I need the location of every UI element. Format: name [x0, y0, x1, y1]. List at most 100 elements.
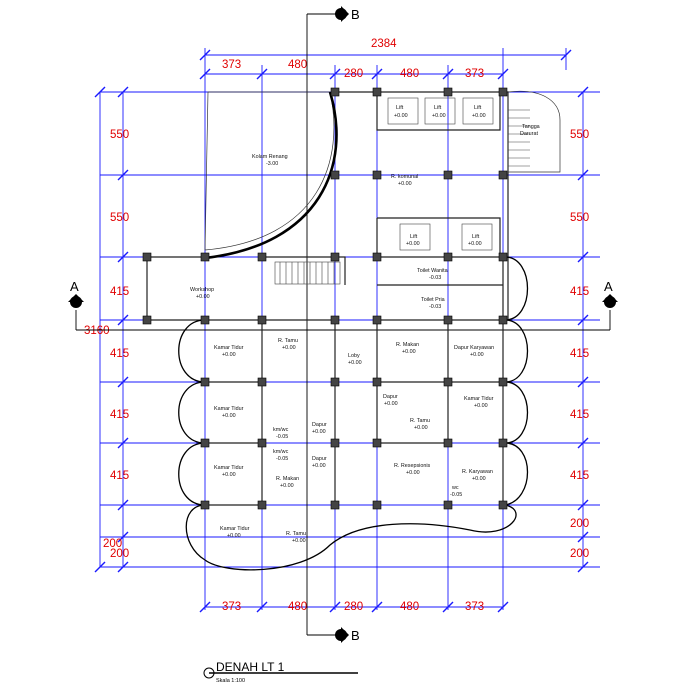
dimension-right-7: 200 [570, 518, 589, 530]
room-komunal-level: +0.00 [398, 181, 412, 187]
dimension-left-3: 415 [110, 286, 129, 298]
room-lift2-name: Lift [434, 105, 442, 111]
room-lift1-name: Lift [396, 105, 404, 111]
room-kamar-r-name: Kamar Tidur [464, 396, 494, 402]
room-toilet-pria-name: Toilet Pria [421, 297, 445, 303]
room-toilet-pria-level: -0.03 [429, 304, 441, 310]
room-komunal-name: R. komunal [391, 174, 418, 180]
room-kolam-name: Kolam Renang [252, 154, 288, 160]
section-line-a [75, 310, 611, 331]
room-rtamu3-level: +0.00 [292, 538, 306, 544]
dimension-bottom-2: 480 [288, 601, 307, 613]
room-wc-name: wc [451, 485, 459, 491]
room-workshop-level: +0.00 [196, 294, 210, 300]
room-resepsionis-name: R. Resepsionis [394, 463, 431, 469]
room-rtamu1-name: R. Tamu [278, 338, 298, 344]
dimension-left-5: 415 [110, 409, 129, 421]
dimension-total-height: 3160 [84, 325, 110, 337]
dimension-right-1: 550 [570, 129, 589, 141]
dimension-total-width: 2384 [371, 38, 397, 50]
stairs-main [274, 261, 341, 285]
room-rmakan2-name: R. Makan [276, 476, 299, 482]
room-rmakan1-name: R. Makan [396, 342, 419, 348]
drawing-title: DENAH LT 1 [216, 660, 285, 674]
room-resepsionis-level: +0.00 [406, 470, 420, 476]
dimension-top-3: 280 [344, 68, 363, 80]
dimension-bottom-4: 480 [400, 601, 419, 613]
room-kamar3-name: Kamar Tidur [214, 465, 244, 471]
room-dapur3-level: +0.00 [312, 463, 326, 469]
room-kamar4-name: Kamar Tidur [220, 526, 250, 532]
room-kolam-level: -3.00 [266, 161, 278, 167]
room-kmwc1-level: -0.05 [276, 434, 288, 440]
room-kamar3-level: +0.00 [222, 472, 236, 478]
lift-shafts [387, 97, 494, 251]
dimension-bottom-5: 373 [465, 601, 484, 613]
room-toilet-wanita-level: -0.03 [429, 275, 441, 281]
structural-columns [142, 87, 508, 510]
room-rtamu2-name: R. Tamu [410, 418, 430, 424]
section-marker-b-bottom: B [335, 627, 360, 643]
dimension-left-8: 200 [110, 548, 129, 560]
title-block: DENAH LT 1 Skala 1:100 [203, 660, 358, 684]
dimension-top-2: 480 [288, 59, 307, 71]
room-rkaryawan-name: R. Karyawan [462, 469, 493, 475]
room-dapur1-level: +0.00 [384, 401, 398, 407]
room-tangga-name: Tangga [522, 124, 540, 130]
room-dapur-karyawan-name: Dapur Karyawan [454, 345, 494, 351]
dimension-right-8: 200 [570, 548, 589, 560]
section-marker-b-top: B [335, 6, 360, 22]
room-rmakan2-level: +0.00 [280, 483, 294, 489]
section-marker-a-left: A [68, 279, 84, 308]
room-loby-name: Loby [348, 353, 360, 359]
dimension-left-4: 415 [110, 348, 129, 360]
room-kamar2-name: Kamar Tidur [214, 406, 244, 412]
room-lift4-level: +0.00 [406, 241, 420, 247]
dimension-right-6: 415 [570, 470, 589, 482]
room-loby-level: +0.00 [348, 360, 362, 366]
dimension-left-7: 200 [103, 538, 122, 550]
dimension-right-3: 415 [570, 286, 589, 298]
dimension-right-2: 550 [570, 212, 589, 224]
room-lift3-level: +0.00 [472, 113, 486, 119]
room-kamar1-level: +0.00 [222, 352, 236, 358]
room-lift2-level: +0.00 [432, 113, 446, 119]
drawing-scale: Skala 1:100 [216, 678, 245, 684]
room-rkaryawan-level: +0.00 [472, 476, 486, 482]
dimension-right-4: 415 [570, 348, 589, 360]
room-rtamu1-level: +0.00 [282, 345, 296, 351]
dimension-top-4: 480 [400, 68, 419, 80]
dimension-left-6: 415 [110, 470, 129, 482]
room-kamar4-level: +0.00 [227, 533, 241, 539]
room-kmwc2-level: -0.05 [276, 456, 288, 462]
room-labels: Kolam Renang -3.00 R. komunal +0.00 Lift… [190, 105, 540, 544]
room-dapur3-name: Dapur [312, 456, 327, 462]
room-wc-level: -0.05 [450, 492, 462, 498]
room-lift5-name: Lift [472, 234, 480, 240]
section-line-b [306, 13, 338, 636]
room-tangga-level: Darurat [520, 131, 538, 137]
room-lift3-name: Lift [474, 105, 482, 111]
swimming-pool [204, 91, 338, 260]
stairs-emergency [507, 90, 561, 173]
dimension-bottom-3: 280 [344, 601, 363, 613]
dimension-left-1: 550 [110, 129, 129, 141]
room-dapur1-name: Dapur [383, 394, 398, 400]
room-rtamu2-level: +0.00 [414, 425, 428, 431]
dimension-top-1: 373 [222, 59, 241, 71]
dimension-top-5: 373 [465, 68, 484, 80]
room-lift4-name: Lift [410, 234, 418, 240]
room-dapur2-name: Dapur [312, 422, 327, 428]
room-kamar-r-level: +0.00 [474, 403, 488, 409]
dimension-bottom-1: 373 [222, 601, 241, 613]
room-kmwc1-name: km/wc [273, 427, 289, 433]
room-dapur-karyawan-level: +0.00 [470, 352, 484, 358]
curved-facade [178, 256, 529, 571]
room-kamar1-name: Kamar Tidur [214, 345, 244, 351]
dimension-right-5: 415 [570, 409, 589, 421]
section-label-a-left: A [70, 279, 79, 294]
room-rmakan1-level: +0.00 [402, 349, 416, 355]
room-rtamu3-name: R. Tamu [286, 531, 306, 537]
section-label-b-bottom: B [351, 628, 360, 643]
